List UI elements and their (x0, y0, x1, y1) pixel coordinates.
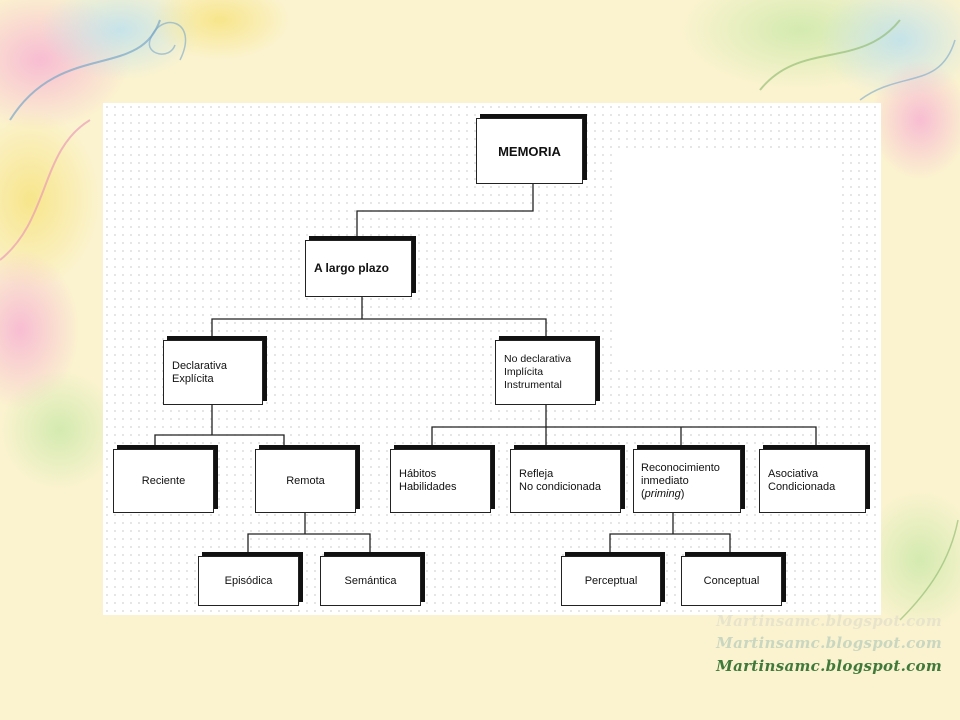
node-reflex-label: Refleja No condicionada (519, 468, 601, 493)
node-recent-label: Reciente (141, 474, 186, 487)
priming-text-close: ) (680, 487, 685, 500)
node-long-term: A largo plazo (305, 240, 412, 297)
watermark-line-1: Martinsamc.blogspot.com (716, 612, 942, 630)
node-semantic: Semántica (320, 556, 421, 606)
node-conceptual: Conceptual (681, 556, 782, 606)
link-non-declarative (431, 405, 817, 449)
link-priming (609, 513, 731, 556)
node-recent: Reciente (113, 449, 214, 513)
node-perceptual: Perceptual (561, 556, 661, 606)
link-root (356, 183, 534, 240)
node-reflex: Refleja No condicionada (510, 449, 621, 513)
node-remote: Remota (255, 449, 356, 513)
node-non-declarative: No declarativa Implícita Instrumental (495, 340, 596, 405)
node-declarative-label: Declarativa Explícita (172, 359, 228, 385)
node-perceptual-label: Perceptual (584, 574, 638, 587)
node-habits-label: Hábitos Habilidades (399, 468, 457, 493)
node-episodic: Episódica (198, 556, 299, 606)
watermark-line-3: Martinsamc.blogspot.com (716, 657, 942, 675)
node-memoria: MEMORIA (476, 118, 583, 184)
node-declarative: Declarativa Explícita (163, 340, 263, 405)
link-remote (247, 513, 371, 556)
priming-text-main: Reconocimiento inmediato ( (641, 461, 720, 500)
link-long-term (211, 297, 547, 340)
node-remote-label: Remota (286, 474, 325, 487)
node-conceptual-label: Conceptual (703, 574, 760, 587)
watermark-line-2: Martinsamc.blogspot.com (716, 634, 942, 652)
node-episodic-label: Episódica (224, 574, 273, 587)
node-habits: Hábitos Habilidades (390, 449, 491, 513)
node-priming-label: Reconocimiento inmediato (priming) (641, 462, 720, 501)
priming-term: priming (644, 487, 681, 500)
node-memoria-label: MEMORIA (498, 143, 561, 159)
node-long-term-label: A largo plazo (314, 261, 389, 275)
node-semantic-label: Semántica (344, 574, 397, 587)
blank-area (616, 150, 836, 365)
link-declarative (154, 405, 285, 449)
node-associative: Asociativa Condicionada (759, 449, 866, 513)
node-associative-label: Asociativa Condicionada (768, 468, 836, 493)
node-priming: Reconocimiento inmediato (priming) (633, 449, 741, 513)
node-non-declarative-label: No declarativa Implícita Instrumental (504, 353, 572, 391)
